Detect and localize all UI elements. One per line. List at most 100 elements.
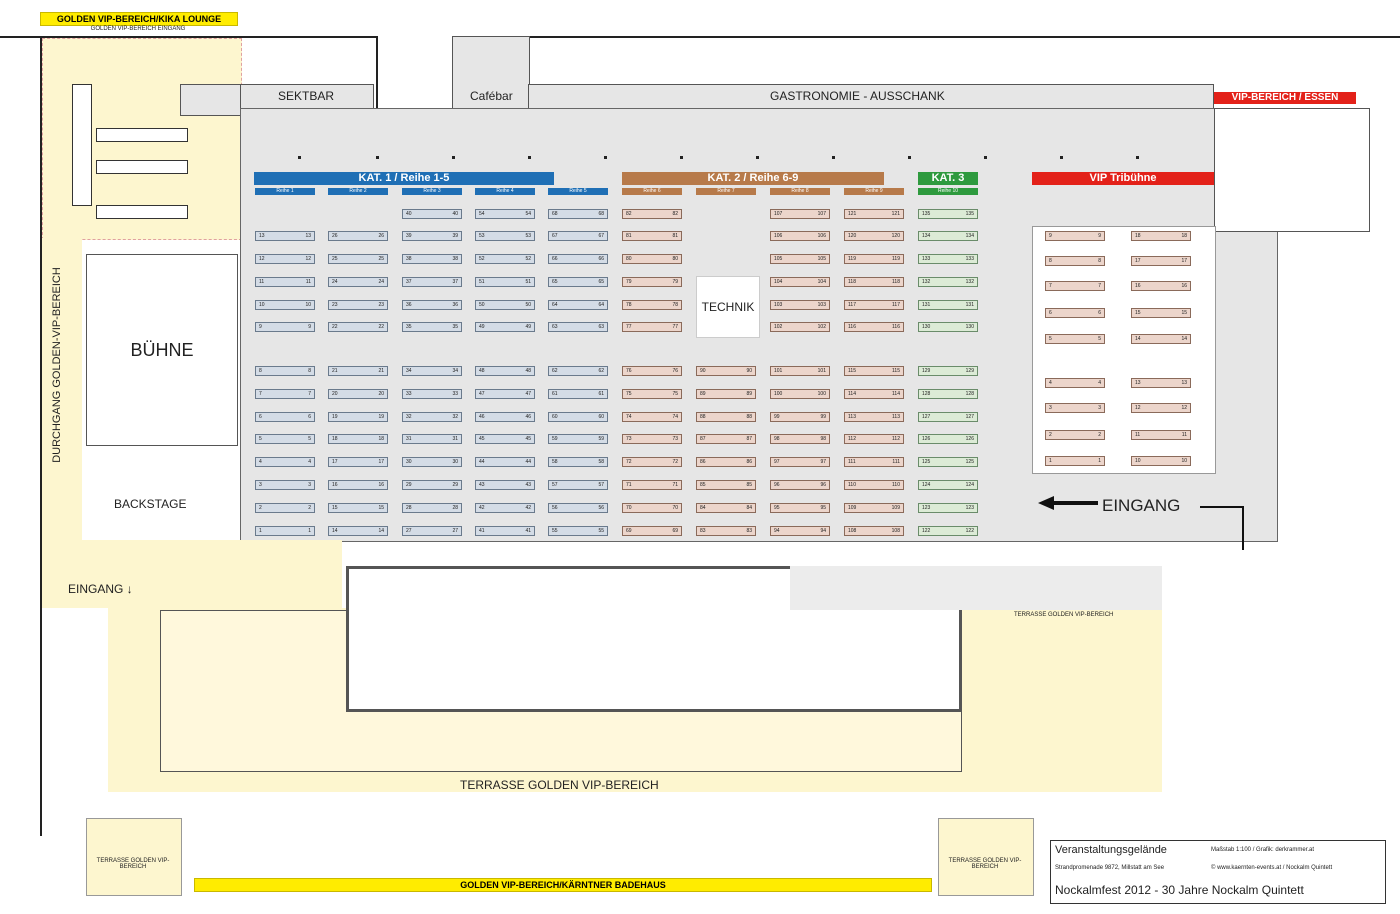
- eingang-left-label[interactable]: EINGANG ↓: [68, 582, 133, 596]
- eingang-main-label[interactable]: EINGANG: [1102, 496, 1181, 515]
